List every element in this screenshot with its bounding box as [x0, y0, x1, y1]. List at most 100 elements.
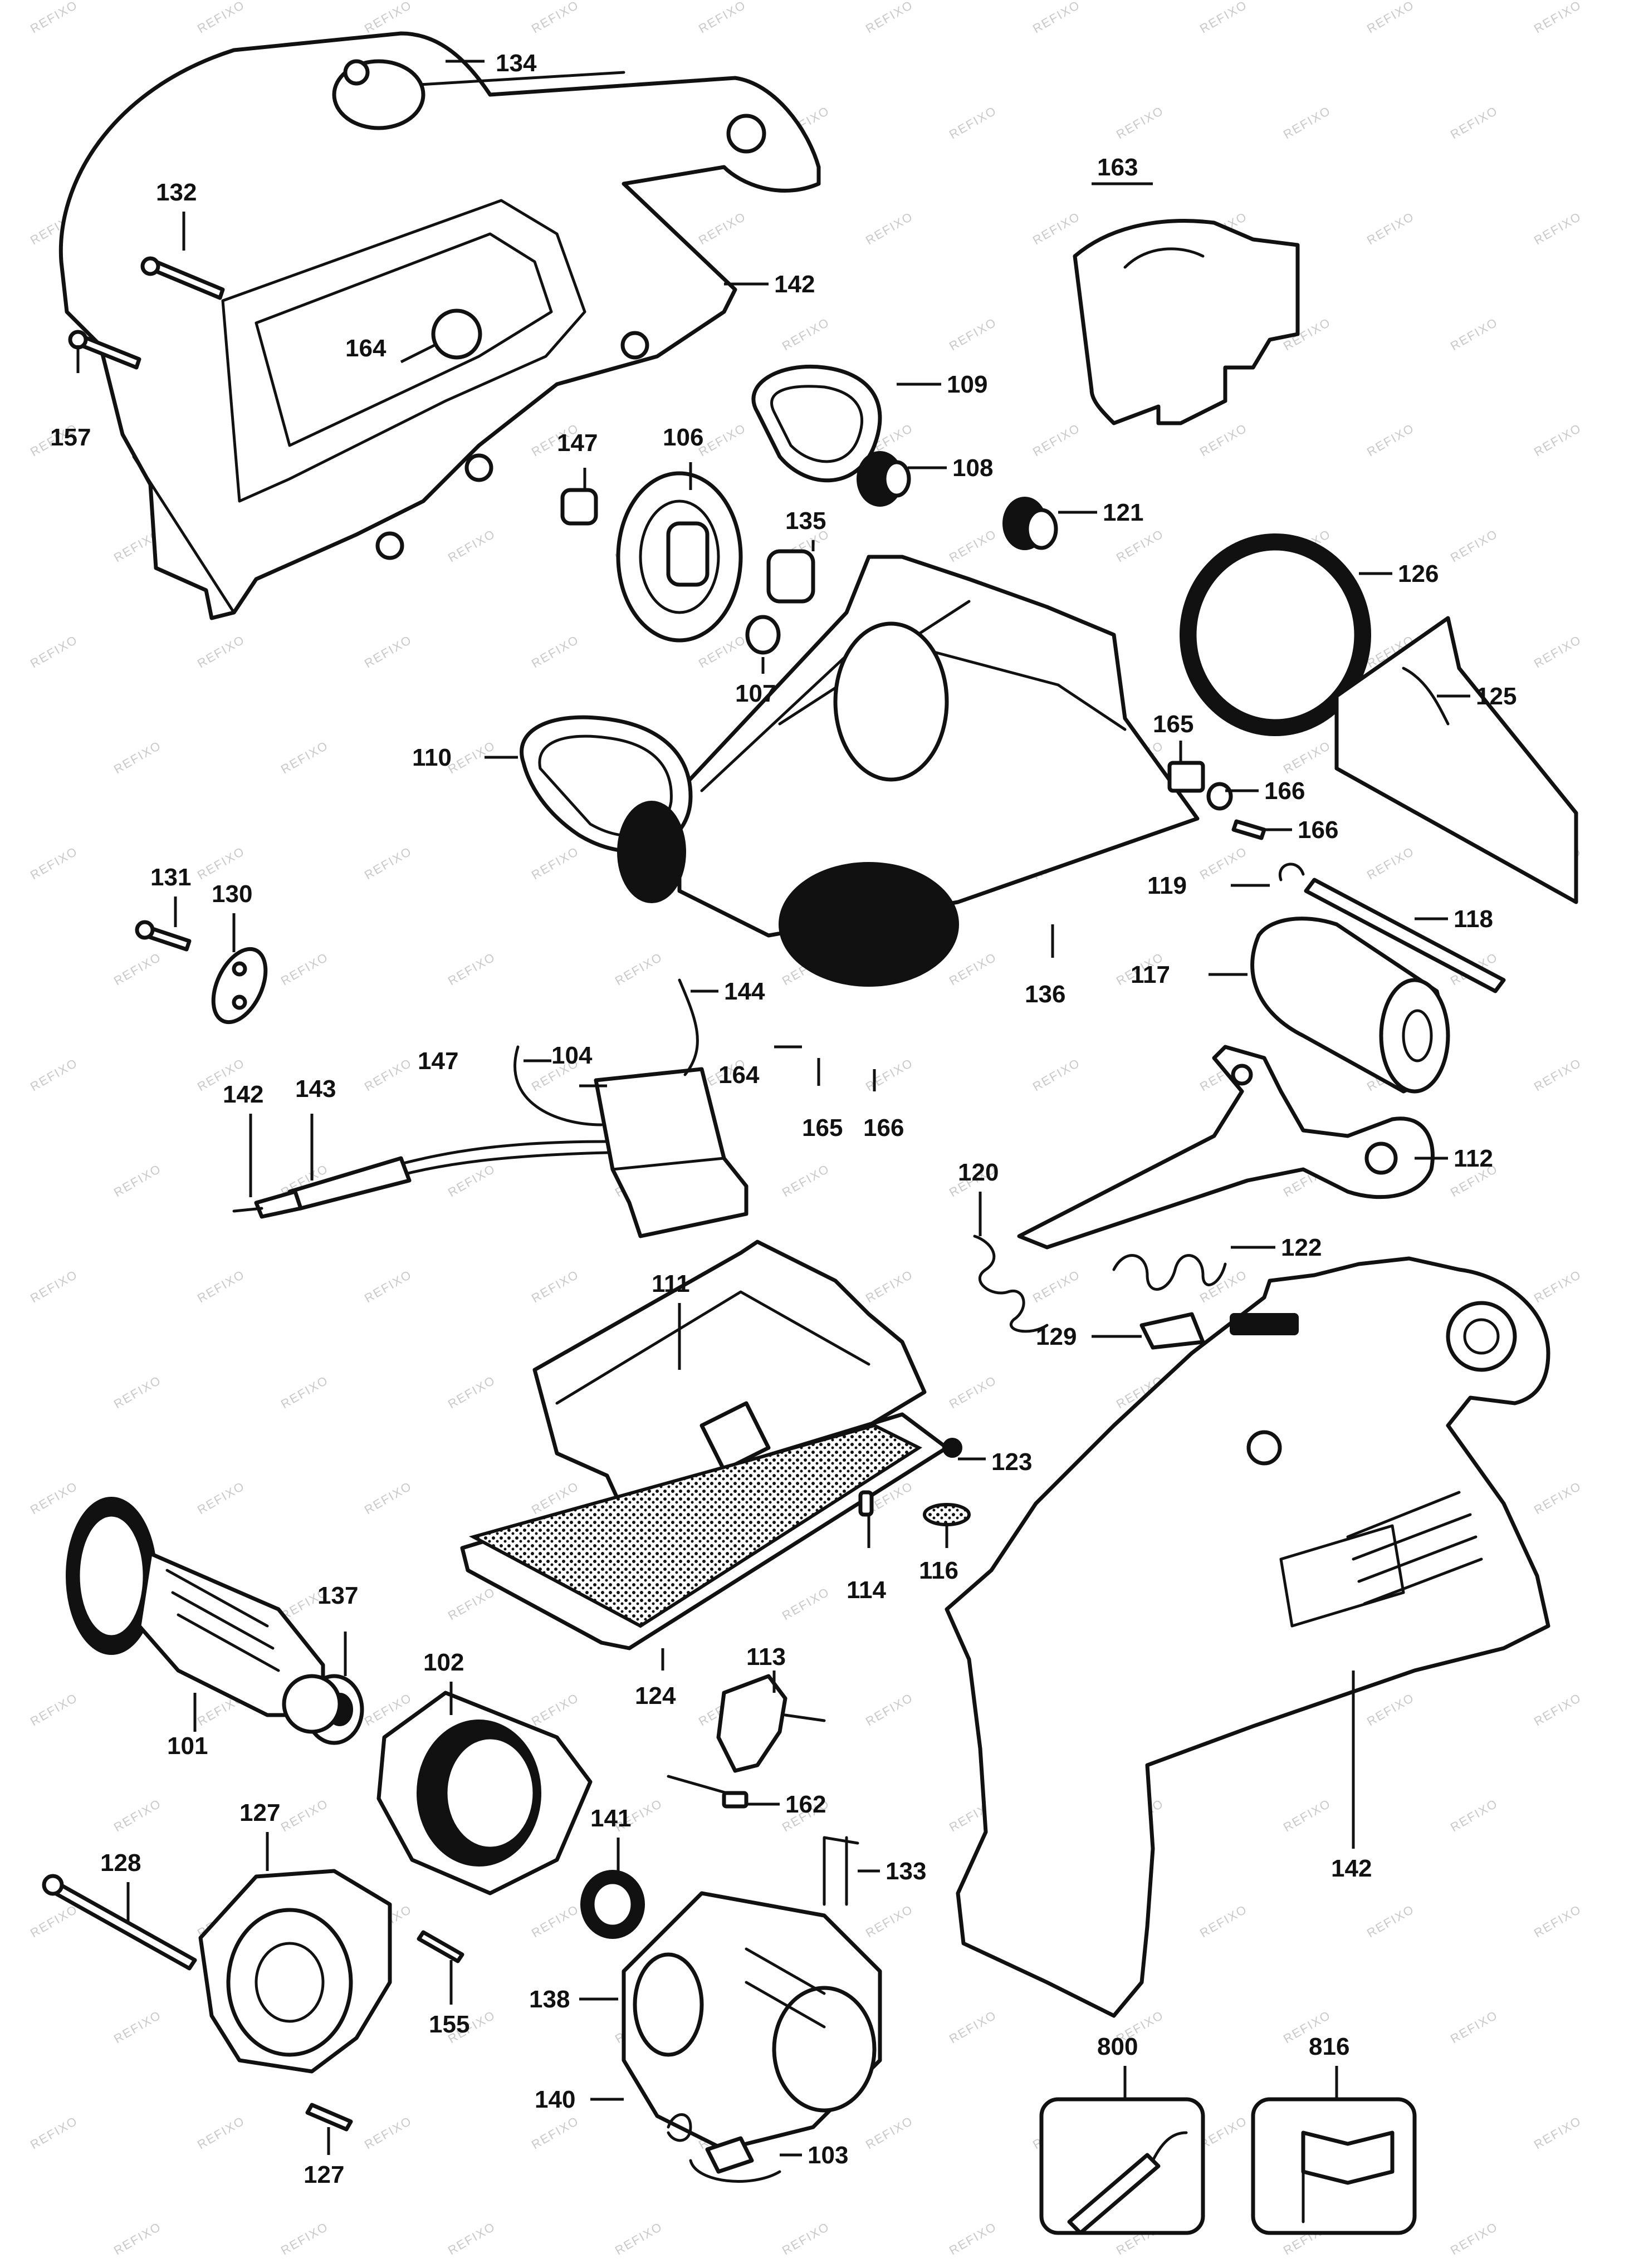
part-123-screw [942, 1438, 962, 1458]
part-108-small-pulley [857, 451, 911, 507]
part-142-motor-housing [945, 1256, 1550, 2018]
part-107-washer [745, 615, 781, 655]
callout-101: 101 [167, 1732, 208, 1760]
watermark-text: REFIXO [278, 1796, 331, 1835]
part-135-bushing [766, 549, 815, 604]
watermark-text: REFIXO [1030, 209, 1083, 248]
watermark-text: REFIXO [1197, 844, 1250, 883]
callout-127: 127 [304, 2161, 344, 2188]
callout-136: 136 [1025, 981, 1065, 1008]
part-158-spring [667, 1775, 749, 1809]
watermark-text: REFIXO [863, 1691, 916, 1729]
watermark-text: REFIXO [863, 0, 916, 36]
callout-142-top: 142 [774, 271, 815, 298]
watermark-text: REFIXO [1532, 209, 1584, 248]
watermark-text: REFIXO [1448, 315, 1500, 354]
watermark-text: REFIXO [195, 2114, 247, 2152]
watermark-text: REFIXO [1281, 1796, 1333, 1835]
watermark-text: REFIXO [1364, 421, 1417, 459]
watermark-text: REFIXO [111, 950, 164, 988]
watermark-text: REFIXO [446, 1585, 498, 1623]
watermark-text: REFIXO [780, 315, 832, 354]
part-118-clip [1278, 863, 1305, 881]
watermark-text: REFIXO [446, 1162, 498, 1200]
watermark-text: REFIXO [696, 421, 749, 459]
watermark-text: REFIXO [863, 1267, 916, 1306]
callout-165-right: 166 [1264, 777, 1305, 805]
part-122-platen-pad [460, 1412, 949, 1650]
watermark-text: REFIXO [696, 209, 749, 248]
callout-141: 141 [590, 1805, 631, 1832]
watermark-text: REFIXO [28, 1056, 80, 1094]
watermark-text: REFIXO [613, 2220, 665, 2258]
part-144-power-cord [232, 1140, 609, 1219]
callout-115: 116 [919, 1557, 958, 1584]
watermark-text: REFIXO [947, 2220, 999, 2258]
watermark-text: REFIXO [1197, 421, 1250, 459]
callout-131: 131 [150, 864, 191, 891]
watermark-text: REFIXO [529, 1267, 581, 1306]
callout-165-mid: 165 [802, 1114, 843, 1142]
watermark-text: REFIXO [529, 844, 581, 883]
watermark-text: REFIXO [28, 1267, 80, 1306]
callout-108: 108 [952, 454, 993, 482]
part-125-sanding-belt [1180, 533, 1371, 736]
part-166-screw [1231, 819, 1266, 840]
watermark-text: REFIXO [613, 950, 665, 988]
watermark-text: REFIXO [1364, 209, 1417, 248]
part-115-grommet [923, 1503, 971, 1526]
part-132-screw [140, 256, 225, 300]
watermark-text: REFIXO [362, 633, 414, 671]
callout-121: 122 [1281, 1234, 1322, 1261]
watermark-text: REFIXO [1281, 738, 1333, 777]
watermark-text: REFIXO [278, 738, 331, 777]
callout-164-mid: 164 [718, 1061, 760, 1089]
watermark-text: REFIXO [696, 0, 749, 36]
callout-109: 109 [947, 371, 987, 398]
callout-122: 124 [635, 1682, 676, 1709]
callout-117: 118 [1454, 905, 1493, 933]
part-109-drive-belt [751, 365, 882, 483]
watermark-text: REFIXO [28, 1479, 80, 1517]
callout-147-upper: 144 [724, 978, 765, 1005]
part-101-armature [66, 1497, 364, 1745]
watermark-text: REFIXO [1197, 0, 1250, 36]
watermark-text: REFIXO [1364, 0, 1417, 36]
callout-816: 816 [1309, 2033, 1349, 2060]
watermark-text: REFIXO [111, 2008, 164, 2046]
part-140-spring [667, 2113, 692, 2142]
watermark-text: REFIXO [863, 2114, 916, 2152]
callout-112: 112 [1454, 1145, 1493, 1172]
watermark-text: REFIXO [195, 1267, 247, 1306]
watermark-text: REFIXO [863, 1902, 916, 1941]
part-121-spring [1112, 1254, 1227, 1291]
part-119-spring [973, 1235, 1049, 1333]
callout-142-bottom: 142 [1331, 1855, 1372, 1882]
callout-143: 142 [223, 1081, 263, 1108]
callout-119: 120 [958, 1159, 999, 1186]
watermark-text: REFIXO [780, 1162, 832, 1200]
watermark-text: REFIXO [947, 315, 999, 354]
watermark-text: REFIXO [1448, 527, 1500, 565]
part-155-bearing [560, 488, 598, 526]
watermark-text: REFIXO [362, 0, 414, 36]
watermark-text: REFIXO [111, 2220, 164, 2258]
callout-130: 130 [212, 880, 252, 908]
watermark-text: REFIXO [362, 1267, 414, 1306]
part-126-fan-baffle [198, 1869, 392, 2074]
watermark-text: REFIXO [111, 1373, 164, 1412]
part-137-bearing [282, 1674, 342, 1734]
watermark-text: REFIXO [529, 633, 581, 671]
watermark-text: REFIXO [1364, 1691, 1417, 1729]
watermark-text: REFIXO [1532, 1691, 1584, 1729]
watermark-text: REFIXO [529, 1902, 581, 1941]
watermark-text: REFIXO [195, 1479, 247, 1517]
watermark-text: REFIXO [111, 1162, 164, 1200]
callout-126: 127 [239, 1799, 280, 1826]
callout-123: 123 [991, 1448, 1032, 1476]
watermark-text: REFIXO [111, 1796, 164, 1835]
callout-162: 163 [1097, 154, 1138, 181]
part-114-pin [858, 1490, 874, 1517]
watermark-text: REFIXO [947, 2008, 999, 2046]
